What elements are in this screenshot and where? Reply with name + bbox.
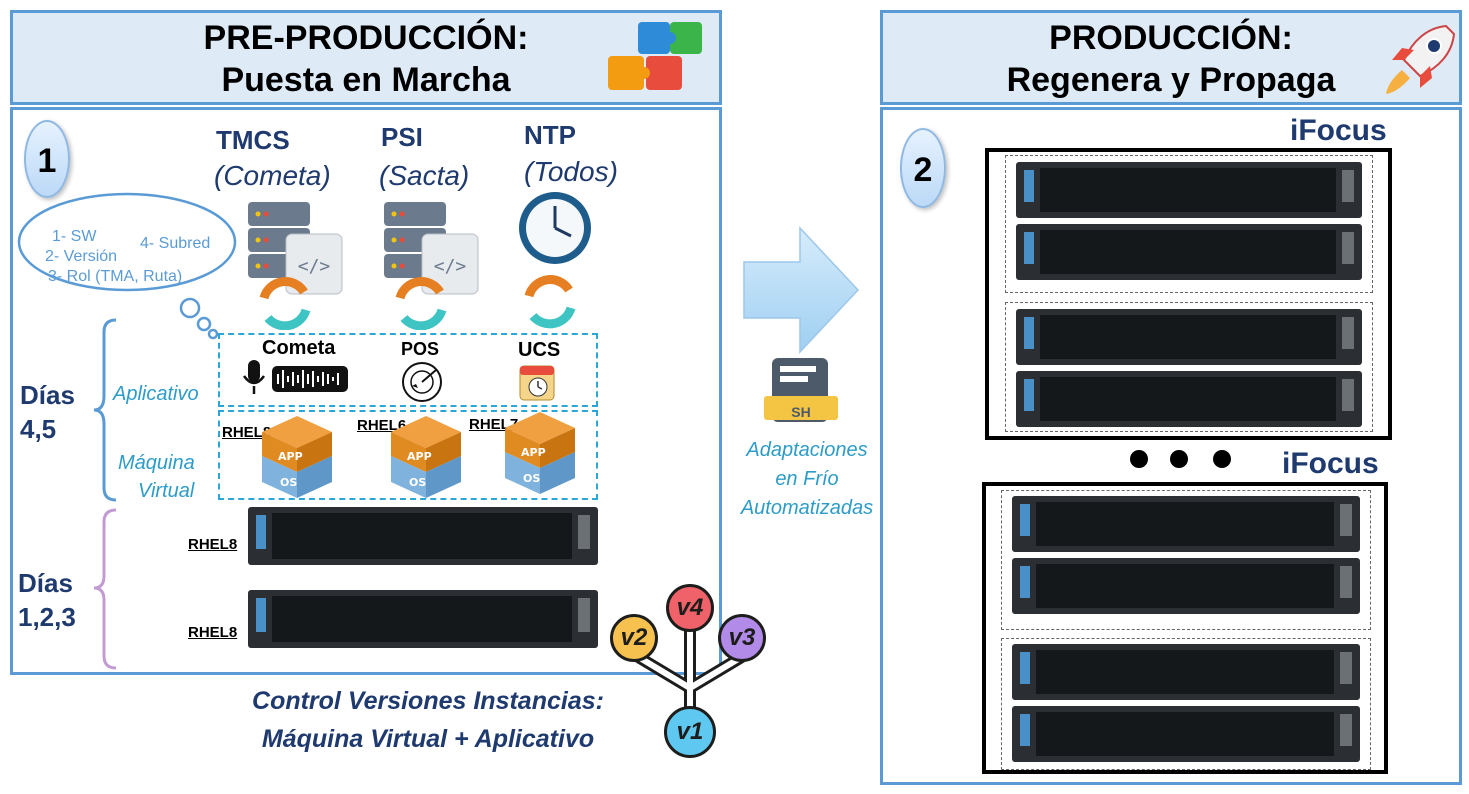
ellipsis-dot xyxy=(1170,450,1188,468)
svg-text:APP: APP xyxy=(278,450,303,463)
version-v2-node: v2 xyxy=(610,614,658,662)
layer-app-label: Aplicativo xyxy=(113,383,199,405)
days-lower-line1: Días xyxy=(18,568,73,598)
svg-text:APP: APP xyxy=(521,446,546,459)
vm-app-os-cube-icon: APP OS xyxy=(391,416,461,498)
app-layer-box xyxy=(218,333,598,407)
production-title-line2: Regenera y Propaga xyxy=(1006,61,1336,99)
layer-vm-line1: Máquina xyxy=(118,452,195,474)
adapt-line2: en Frío xyxy=(775,468,839,490)
right-arrow-icon xyxy=(743,226,860,354)
svg-text:OS: OS xyxy=(280,476,297,489)
host-os-2: RHEL8 xyxy=(188,624,238,641)
radar-icon xyxy=(402,362,442,402)
cloud-item-1: 1- SW xyxy=(52,228,97,245)
shell-script-file-label: SH xyxy=(791,404,811,420)
app-cometa-label: Cometa xyxy=(262,337,336,359)
app-ucs-label: UCS xyxy=(518,339,561,361)
step-2-badge: 2 xyxy=(900,128,946,208)
days-lower-line2: 1,2,3 xyxy=(18,602,76,632)
microphone-waveform-icon xyxy=(242,360,348,394)
rack-2-server-2 xyxy=(1012,558,1360,614)
adapt-line1: Adaptaciones xyxy=(746,439,868,461)
control-caption-line1: Control Versiones Instancias: xyxy=(252,687,604,715)
production-header: PRODUCCIÓN: Regenera y Propaga xyxy=(880,10,1462,105)
rack-1-group-a xyxy=(1005,155,1373,293)
days-upper-line1: Días xyxy=(20,380,75,410)
pre-production-header: PRE-PRODUCCIÓN: Puesta en Marcha xyxy=(10,10,722,105)
cloud-item-4: 4- Subred xyxy=(140,235,211,252)
vm-app-os-cube-icon: APP OS xyxy=(262,416,332,498)
rack-1-server-4 xyxy=(1016,371,1362,427)
rack-2-group-a xyxy=(1001,490,1371,630)
svg-text:</>: </> xyxy=(298,256,331,277)
svg-text:OS: OS xyxy=(409,476,426,489)
production-title-line1: PRODUCCIÓN: xyxy=(1049,19,1293,57)
rack-2-group-b xyxy=(1001,638,1371,770)
control-versions-caption: Control Versiones Instancias: Máquina Vi… xyxy=(230,682,626,758)
system-tmcs-name: TMCS xyxy=(216,125,290,155)
host-server-1 xyxy=(248,507,598,565)
vm-app-os-cube-icon: APP OS xyxy=(505,412,575,494)
pre-production-title-line1: PRE-PRODUCCIÓN: xyxy=(203,19,529,57)
system-tmcs-sub: (Cometa) xyxy=(214,160,331,191)
svg-text:APP: APP xyxy=(407,450,432,463)
days-lower-label: Días 1,2,3 xyxy=(18,566,76,634)
calendar-clock-icon xyxy=(519,365,555,401)
step-1-badge: 1 xyxy=(24,120,70,198)
version-v4-node: v4 xyxy=(666,584,714,632)
cold-adaptation-caption: Adaptaciones en Frío Automatizadas xyxy=(726,436,888,523)
cloud-item-3: 3- Rol (TMA, Ruta) xyxy=(48,268,183,285)
cloud-item-2: 2- Versión xyxy=(45,248,118,265)
adapt-line3: Automatizadas xyxy=(740,497,874,519)
version-v1-node: v1 xyxy=(664,706,716,758)
rack-1-group-b xyxy=(1005,302,1373,432)
thought-cloud-icon xyxy=(17,192,237,340)
svg-text:</>: </> xyxy=(434,256,467,277)
rack-2-server-1 xyxy=(1012,496,1360,552)
puzzle-icon xyxy=(608,22,702,90)
rack-2-label: iFocus xyxy=(1282,447,1379,480)
version-v3-node: v3 xyxy=(718,614,766,662)
days-bracket-upper xyxy=(93,318,117,502)
vm-os-tmcs: RHEL8 xyxy=(222,424,272,441)
host-server-2 xyxy=(248,590,598,648)
days-upper-label: Días 4,5 xyxy=(20,378,75,446)
server-code-icon-psi: </> xyxy=(384,202,479,330)
app-pos-label: POS xyxy=(401,339,440,359)
system-ntp-name: NTP xyxy=(524,120,576,150)
rack-1-server-2 xyxy=(1016,224,1362,280)
rack-2-server-3 xyxy=(1012,644,1360,700)
ellipsis-dot xyxy=(1213,450,1231,468)
rocket-icon xyxy=(1386,24,1456,94)
system-ntp-sub: (Todos) xyxy=(524,156,618,187)
rack-1-server-3 xyxy=(1016,309,1362,365)
svg-text:OS: OS xyxy=(523,472,540,485)
ellipsis-dot xyxy=(1130,450,1148,468)
rack-2-server-4 xyxy=(1012,706,1360,762)
pre-production-title-line2: Puesta en Marcha xyxy=(221,61,511,99)
layer-vm-line2: Virtual xyxy=(138,480,195,502)
rack-1-server-1 xyxy=(1016,162,1362,218)
control-caption-line2: Máquina Virtual + Aplicativo xyxy=(261,725,595,753)
days-bracket-lower xyxy=(93,508,117,670)
server-code-icon-tmcs: </> xyxy=(248,202,343,330)
clock-icon xyxy=(519,192,591,329)
system-psi-name: PSI xyxy=(381,122,423,152)
host-os-1: RHEL8 xyxy=(188,536,238,553)
rack-1-label: iFocus xyxy=(1290,114,1387,147)
system-psi-sub: (Sacta) xyxy=(379,160,470,191)
vm-layer-box xyxy=(218,410,598,500)
vm-os-psi: RHEL6 xyxy=(357,417,407,434)
days-upper-line2: 4,5 xyxy=(20,414,57,444)
shell-script-file-icon xyxy=(764,358,838,422)
